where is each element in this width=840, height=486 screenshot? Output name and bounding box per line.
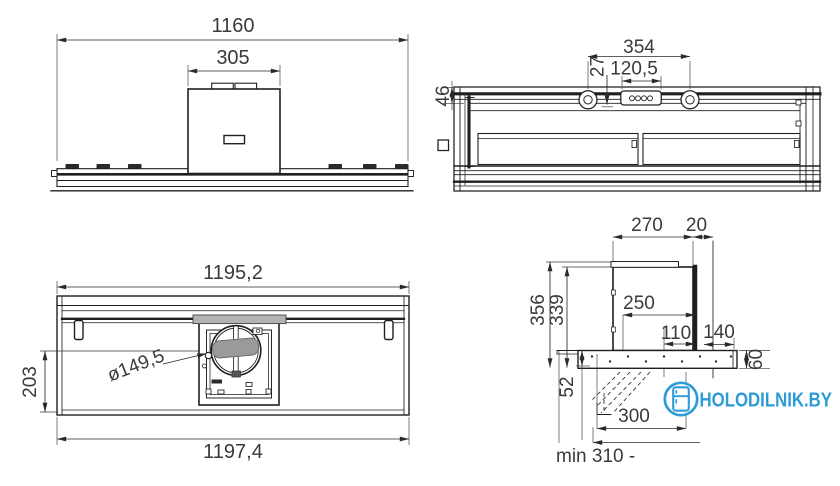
control-button [647, 95, 653, 102]
fridge-icon [663, 381, 699, 417]
dim-duct-box-width-label: 305 [216, 47, 249, 69]
dim-total-height-label: 356 [528, 294, 549, 326]
dim-control-panel-width-label: 120,5 [610, 59, 658, 80]
dim-duct-box-depth-label: 270 [631, 215, 663, 236]
filter-panel-left [477, 132, 639, 166]
dim-control-offset-label: 27 [588, 56, 609, 77]
filter-panel-right [642, 132, 801, 166]
dim-cutout-depth-label: 300 [618, 406, 650, 427]
section-mark [437, 139, 450, 152]
duct-housing [192, 314, 287, 406]
view-front: 354 120,5 27 46 [433, 37, 822, 192]
dim-outer-width-label: 1197,4 [203, 441, 263, 463]
lamp-right [680, 90, 700, 110]
dim-body-height-label: 60 [746, 349, 767, 370]
view-side: 270 20 356 339 250 110 140 [528, 215, 770, 467]
brand-name: HOLODILNIK.BY [700, 389, 833, 412]
control-panel [620, 90, 662, 106]
dim-inner-depth-label: 250 [623, 293, 655, 314]
duct-cover-plate [192, 314, 287, 325]
control-button [635, 95, 641, 102]
dim-front-height-label: 52 [557, 376, 578, 397]
view-top: 1160 305 [50, 15, 414, 192]
dim-overall-width-label: 1160 [211, 15, 254, 37]
dim-lamp-spacing-label: 354 [623, 37, 655, 58]
vent-slot [223, 134, 246, 145]
mounting-clip-right [383, 319, 394, 341]
duct-box-top [187, 82, 281, 175]
dim-duct-center-offset-label: 203 [20, 366, 41, 398]
dim-frame-height-label: 46 [433, 85, 454, 106]
dim-body-width-label: 1195,2 [203, 262, 263, 284]
dim-rear-gap-label: 20 [686, 215, 707, 236]
hood-body-side [556, 349, 738, 369]
control-button [629, 95, 635, 102]
dim-duct-offset-label: 110 [661, 323, 691, 344]
dim-min-niche-depth-label: min 310 - [556, 446, 635, 467]
rivet-dots [590, 355, 733, 363]
damper-flap [211, 337, 260, 359]
lamp-left [578, 90, 598, 110]
control-button [641, 95, 647, 102]
view-bottom: 1195,2 [20, 262, 410, 463]
brand-watermark: HOLODILNIK.BY [663, 381, 833, 417]
mounting-clip-left [73, 319, 84, 341]
duct-box-side [610, 261, 698, 353]
dim-rear-depth-label: 140 [703, 322, 735, 343]
dim-duct-box-height-label: 339 [547, 294, 568, 326]
